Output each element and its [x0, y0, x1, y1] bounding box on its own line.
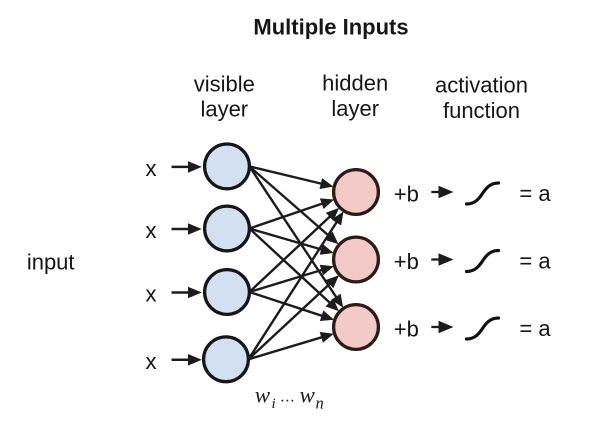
svg-text:function: function	[443, 98, 520, 123]
svg-text:+b: +b	[394, 249, 419, 274]
svg-text:n: n	[316, 394, 324, 413]
svg-text:= a: = a	[519, 316, 551, 341]
svg-text:input: input	[27, 249, 75, 274]
svg-text:= a: = a	[519, 248, 551, 273]
svg-text:w: w	[255, 383, 271, 408]
svg-text:= a: = a	[519, 181, 551, 206]
svg-text:+b: +b	[394, 181, 419, 206]
svg-text:x: x	[146, 282, 157, 307]
svg-text:x: x	[146, 156, 157, 181]
svg-text:hidden: hidden	[322, 70, 388, 95]
svg-text:+b: +b	[394, 316, 419, 341]
svg-text:activation: activation	[435, 73, 528, 98]
svg-text:x: x	[146, 218, 157, 243]
svg-text:i: i	[272, 396, 276, 412]
svg-text:visible: visible	[194, 71, 255, 96]
svg-text:Multiple Inputs: Multiple Inputs	[253, 14, 408, 39]
svg-text:w: w	[300, 383, 316, 408]
svg-text:layer: layer	[331, 96, 379, 121]
svg-text:x: x	[146, 349, 157, 374]
svg-text:layer: layer	[200, 97, 248, 122]
svg-text:...: ...	[281, 389, 296, 406]
